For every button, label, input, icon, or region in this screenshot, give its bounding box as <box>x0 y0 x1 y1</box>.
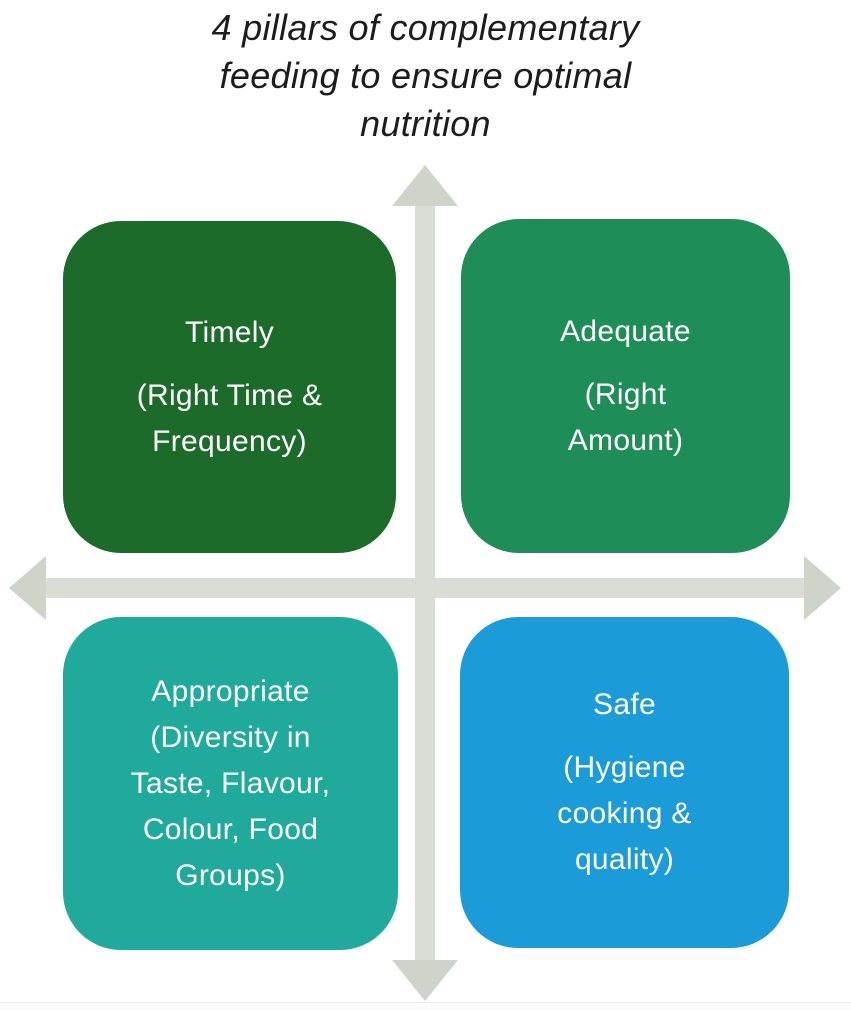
horizontal-axis-line <box>46 578 804 598</box>
quadrant-heading: Safe <box>593 688 656 721</box>
up-arrowhead-icon <box>392 165 458 206</box>
quadrant-detail: (Right Amount) <box>567 377 684 457</box>
quadrant-timely: Timely (Right Time & Frequency) <box>63 221 396 553</box>
quadrant-heading: Timely <box>184 315 275 349</box>
quadrant-detail: (Diversity in Taste, Flavour, Colour, Fo… <box>130 720 331 892</box>
quadrant-safe: Safe (Hygiene cooking & quality) <box>460 617 789 948</box>
diagram-title: 4 pillars of complementary feeding to en… <box>211 7 640 144</box>
left-arrowhead-icon <box>9 556 46 620</box>
quadrant-appropriate: Appropriate (Diversity in Taste, Flavour… <box>63 617 398 950</box>
quadrant-heading: Adequate <box>560 314 691 348</box>
quadrant-heading: Appropriate <box>151 674 310 708</box>
quadrant-detail: (Hygiene cooking & quality) <box>557 751 692 876</box>
quadrant-adequate: Adequate (Right Amount) <box>461 219 790 553</box>
right-arrowhead-icon <box>804 556 841 620</box>
quadrant-detail: (Right Time & Frequency) <box>136 378 323 458</box>
down-arrowhead-icon <box>392 960 458 1001</box>
bottom-edge-line <box>0 1002 851 1010</box>
